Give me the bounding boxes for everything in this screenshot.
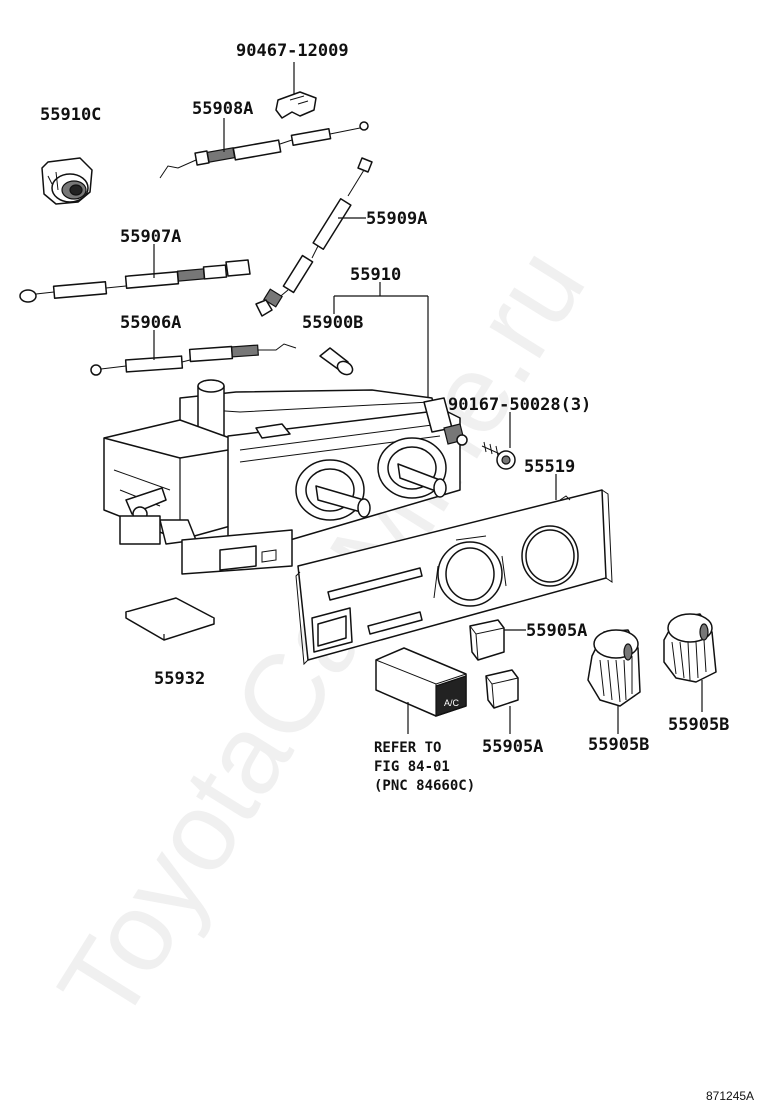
label-55906a: 55906A [120,313,181,333]
screw-90167 [481,441,516,470]
refer-note-line3: (PNC 84660C) [374,778,475,794]
bulb-55900b [319,347,354,376]
label-55910: 55910 [350,265,401,285]
label-55907a: 55907A [120,227,181,247]
push-button-55905a-lower [485,669,519,709]
label-55932: 55932 [154,669,205,689]
label-55910c: 55910C [40,105,101,125]
control-cable-55906a [90,343,297,376]
switch-symbol: A/C [444,698,460,708]
label-55909a: 55909A [366,209,427,229]
label-55905a-lower: 55905A [482,737,543,757]
heater-control-assembly-55910 [103,379,468,575]
insulator-55932 [125,597,215,641]
control-knob-55905b-left [587,629,641,707]
cable-clamp-90467 [275,91,317,119]
control-cable-55909a [255,157,373,317]
push-button-55905a-upper [469,619,505,661]
figure-code: 871245A [706,1089,754,1103]
knob-55910c [41,157,93,205]
control-cable-55907a [19,259,251,303]
leader-55910 [333,282,429,402]
refer-note-line2: FIG 84-01 [374,759,450,775]
label-55900b: 55900B [302,313,363,333]
label-55905b-right: 55905B [668,715,729,735]
ac-switch-assembly: A/C [375,647,467,717]
label-55905b-left: 55905B [588,735,649,755]
label-90167-50028: 90167-50028(3) [448,395,591,415]
label-55519: 55519 [524,457,575,477]
label-55905a-upper: 55905A [526,621,587,641]
control-knob-55905b-right [663,613,717,683]
label-55908a: 55908A [192,99,253,119]
cluster-finish-panel-55519 [295,489,613,666]
refer-note-line1: REFER TO [374,740,441,756]
refer-note: REFER TO FIG 84-01 (PNC 84660C) [374,740,475,794]
control-cable-55908a [159,121,369,179]
label-90467-12009: 90467-12009 [236,41,349,61]
